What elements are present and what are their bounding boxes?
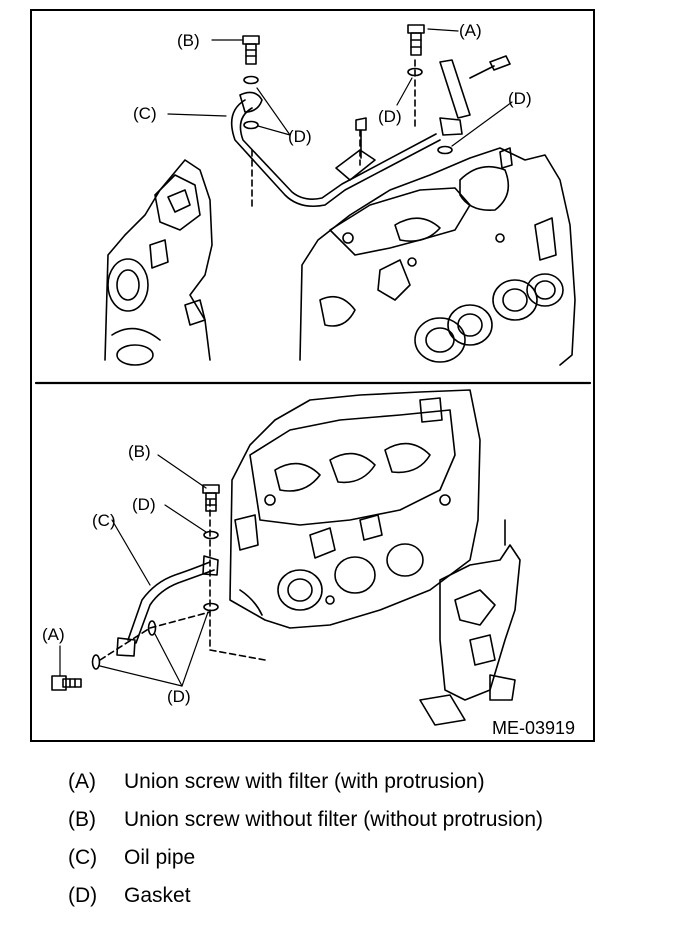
bottom-view — [51, 389, 521, 726]
bottom-alignment-lines — [99, 499, 266, 661]
legend-description: Union screw without filter (without prot… — [124, 808, 543, 831]
legend: (A) Union screw with filter (with protru… — [68, 770, 668, 922]
top-left-cylinder-head — [104, 159, 213, 366]
top-right-cylinder-head — [299, 147, 576, 366]
legend-key: (C) — [68, 846, 98, 869]
bottom-gaskets — [91, 530, 219, 670]
top-union-screw-a — [407, 24, 425, 56]
top-bracket-bolt — [469, 55, 511, 79]
legend-row-a: (A) Union screw with filter (with protru… — [68, 770, 668, 808]
legend-description: Gasket — [124, 884, 191, 907]
bottom-oil-pipe — [116, 555, 219, 657]
top-gaskets — [243, 67, 453, 155]
bottom-union-screw-b — [202, 484, 220, 512]
callout-bottom-b: (B) — [128, 442, 151, 461]
callout-bottom-a: (A) — [42, 625, 65, 644]
callout-bottom-c: (C) — [92, 511, 116, 530]
legend-row-d: (D) Gasket — [68, 884, 668, 922]
callout-top-c: (C) — [133, 104, 157, 123]
legend-description: Union screw with filter (with protrusion… — [124, 770, 485, 793]
callout-top-d-left: (D) — [288, 127, 312, 146]
legend-description: Oil pipe — [124, 846, 196, 869]
bottom-right-part — [419, 519, 521, 726]
bottom-leaders — [59, 454, 209, 687]
callout-bottom-d-lower: (D) — [167, 687, 191, 706]
legend-key: (D) — [68, 884, 98, 907]
top-oil-pipe — [230, 59, 471, 208]
top-view — [104, 24, 576, 366]
callout-top-a: (A) — [459, 21, 482, 40]
figure-code: ME-03919 — [492, 718, 576, 738]
callout-top-d-right: (D) — [508, 89, 532, 108]
top-leaders — [167, 28, 513, 147]
legend-row-c: (C) Oil pipe — [68, 846, 668, 884]
bottom-union-screw-a — [51, 675, 82, 691]
legend-key: (B) — [68, 808, 96, 831]
legend-key: (A) — [68, 770, 96, 793]
top-clamp-bolt — [355, 117, 367, 159]
legend-row-b: (B) Union screw without filter (without … — [68, 808, 668, 846]
top-union-screw-b — [242, 35, 260, 65]
top-alignment-lines — [251, 59, 416, 211]
callout-top-b: (B) — [177, 31, 200, 50]
callout-top-d-mid: (D) — [378, 107, 402, 126]
figure-frame — [30, 9, 595, 742]
callout-bottom-d-upper: (D) — [132, 495, 156, 514]
bottom-cylinder-head — [229, 389, 481, 629]
